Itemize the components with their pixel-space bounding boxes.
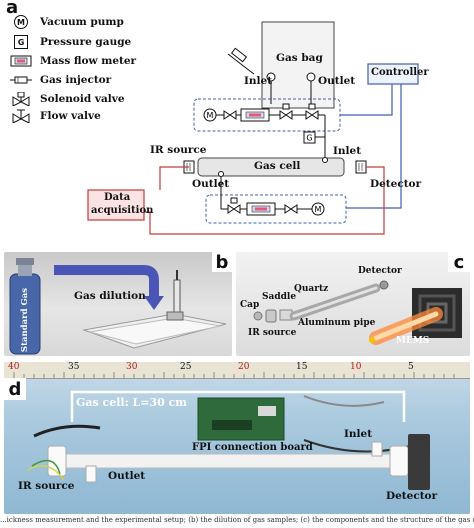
ruler-number: 25 bbox=[180, 362, 192, 372]
gas-dilution-label: Gas dilution bbox=[74, 290, 146, 302]
legend-label: Solenoid valve bbox=[40, 93, 125, 105]
gas-injector-icon bbox=[227, 47, 255, 75]
inlet-top-label: Inlet bbox=[244, 75, 273, 87]
standard-gas-label: Standard Gas bbox=[20, 287, 31, 353]
figure-caption-fragment: ...ickness measurement and the experimen… bbox=[0, 516, 474, 524]
flow-valve-icon bbox=[12, 109, 30, 123]
legend-item-mass-flow-meter: Mass flow meter bbox=[10, 53, 136, 69]
ruler-number: 30 bbox=[126, 362, 138, 372]
flow-valve-icon bbox=[223, 110, 237, 120]
gas-cell bbox=[197, 157, 345, 177]
detector-label: Detector bbox=[370, 178, 422, 190]
solenoid-valve-icon bbox=[227, 204, 241, 214]
solenoid-valve-icon bbox=[12, 92, 30, 106]
ruler: 40 35 30 25 20 15 10 5 bbox=[4, 362, 470, 379]
gas-cell-components-illustration bbox=[253, 280, 462, 345]
flow-valve-icon bbox=[284, 204, 298, 214]
controller-label: Controller bbox=[371, 67, 429, 78]
outlet-label: Outlet bbox=[108, 470, 146, 482]
ruler-number: 40 bbox=[8, 362, 20, 372]
outlet-port-icon bbox=[306, 72, 316, 82]
ruler-number: 15 bbox=[296, 362, 308, 372]
saddle-label: Saddle bbox=[262, 292, 297, 302]
ruler-number: 20 bbox=[238, 362, 250, 372]
panel-d-photo: 40 35 30 25 20 15 10 5 Gas cell: L=30 cm… bbox=[4, 362, 470, 514]
panel-label-d: d bbox=[4, 378, 26, 400]
gas-dilution-illustration bbox=[9, 258, 227, 355]
legend-item-gas-injector: Gas injector bbox=[10, 72, 111, 88]
ir-source-label: IR source bbox=[150, 144, 207, 156]
pressure-gauge-symbol: G bbox=[306, 134, 312, 143]
detector-icon bbox=[355, 160, 367, 174]
gas-bag bbox=[261, 21, 335, 109]
ruler-number: 10 bbox=[350, 362, 362, 372]
inlet-label: Inlet bbox=[344, 428, 373, 440]
cap-label: Cap bbox=[240, 300, 260, 310]
legend-label: Flow valve bbox=[40, 110, 101, 122]
vacuum-pump-icon bbox=[311, 202, 325, 216]
panel-c-photo: Cap Saddle Quartz Detector IR source Alu… bbox=[236, 252, 470, 356]
mass-flow-meter-icon bbox=[10, 55, 32, 67]
legend-label: Pressure gauge bbox=[40, 36, 132, 48]
solenoid-valve-icon bbox=[279, 110, 293, 120]
data-acquisition-box bbox=[87, 189, 145, 221]
as-fabricated-gas-cell-photo bbox=[27, 390, 430, 490]
ir-source-component-label: IR source bbox=[248, 328, 297, 338]
gas-cell-label: Gas cell bbox=[254, 160, 301, 172]
ruler-number: 5 bbox=[408, 362, 414, 372]
panel-label-c: c bbox=[448, 252, 470, 273]
gas-injector-icon bbox=[10, 76, 32, 84]
vacuum-pump-symbol: M bbox=[207, 111, 214, 120]
mems-label: MEMS bbox=[396, 336, 430, 346]
solenoid-valve-icon bbox=[305, 110, 319, 120]
panel-b-photo: Standard Gas Gas dilution b bbox=[4, 252, 232, 356]
legend-label: Vacuum pump bbox=[40, 16, 124, 28]
data-acquisition-label-line1: Data bbox=[104, 192, 131, 203]
vacuum-pump-symbol: M bbox=[315, 205, 322, 214]
panel-label-b: b bbox=[212, 252, 232, 273]
lower-valve-box bbox=[205, 194, 347, 224]
gas-cell-length-label: Gas cell: L=30 cm bbox=[76, 396, 187, 409]
detector-component-label: Detector bbox=[358, 266, 402, 276]
controller-box bbox=[367, 63, 419, 85]
outlet-bottom-label: Outlet bbox=[192, 178, 230, 190]
legend-item-pressure-gauge: G Pressure gauge bbox=[10, 34, 131, 50]
fpi-connection-board-label: FPI connection board bbox=[192, 442, 313, 453]
gas-bag-label: Gas bag bbox=[276, 52, 323, 64]
setup-schematic: M G M bbox=[87, 21, 419, 235]
panel-label-a: a bbox=[6, 0, 19, 18]
legend-item-solenoid-valve: Solenoid valve bbox=[10, 91, 125, 107]
data-acquisition-label-line2: acquisition bbox=[91, 205, 154, 216]
vacuum-pump-icon: M bbox=[14, 15, 28, 29]
detector-photo-label: Detector bbox=[386, 490, 438, 502]
legend-item-flow-valve: Flow valve bbox=[10, 108, 101, 124]
outlet-top-label: Outlet bbox=[318, 75, 356, 87]
legend-label: Mass flow meter bbox=[40, 55, 137, 67]
aluminum-pipe-label: Aluminum pipe bbox=[298, 318, 376, 328]
inlet-right-label: Inlet bbox=[333, 145, 362, 157]
quartz-label: Quartz bbox=[294, 284, 329, 294]
legend-item-vacuum-pump: M Vacuum pump bbox=[10, 14, 124, 30]
legend-label: Gas injector bbox=[40, 74, 112, 86]
ir-source-photo-label: IR source bbox=[18, 480, 75, 492]
vacuum-pump-icon bbox=[203, 108, 217, 122]
ruler-number: 35 bbox=[68, 362, 80, 372]
pressure-gauge-icon: G bbox=[14, 35, 28, 49]
